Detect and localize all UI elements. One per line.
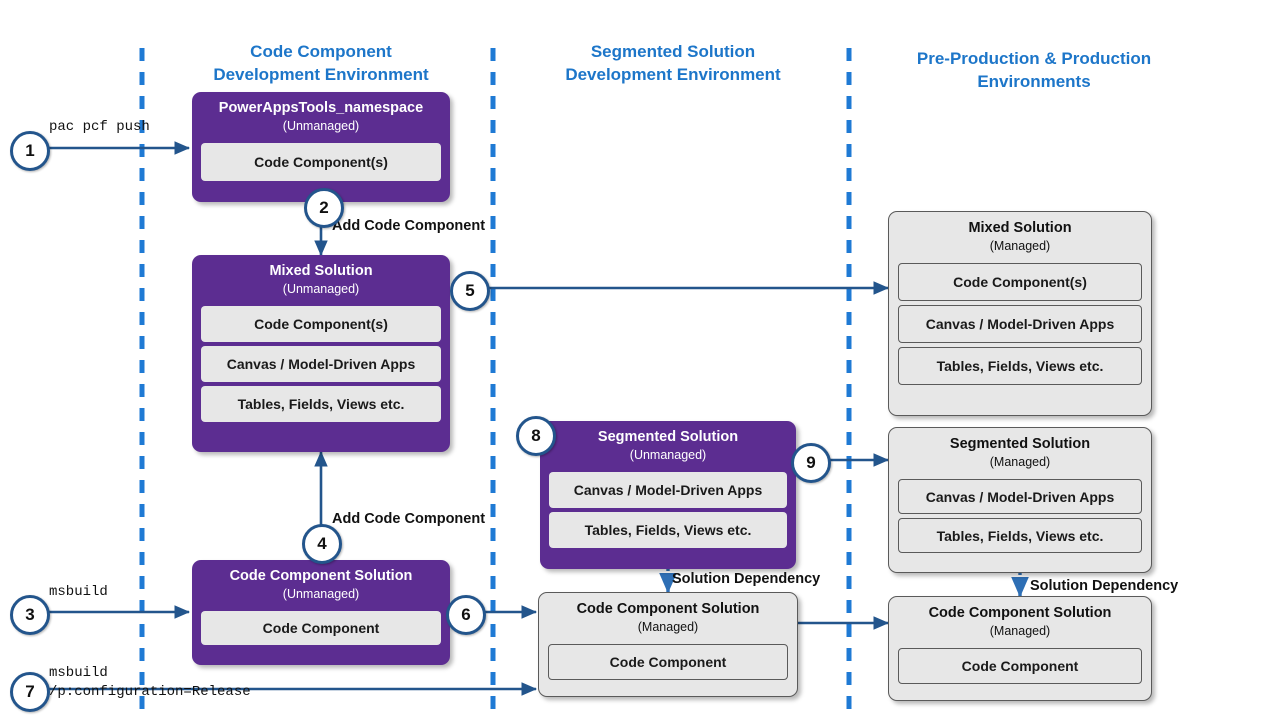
node-code-component-solution-unmanaged[interactable]: Code Component Solution (Unmanaged) Code… — [192, 560, 450, 665]
step-marker-8[interactable]: 8 — [516, 416, 556, 456]
step-marker-2[interactable]: 2 — [304, 188, 344, 228]
node-item[interactable]: Canvas / Model-Driven Apps — [549, 472, 787, 508]
node-items: Code Component(s) — [192, 135, 450, 190]
node-code-component-solution-managed-dev[interactable]: Code Component Solution (Managed) Code C… — [538, 592, 798, 697]
node-state-text: (Unmanaged) — [282, 119, 360, 133]
step-marker-5[interactable]: 5 — [450, 271, 490, 311]
node-title: Mixed Solution (Managed) — [889, 212, 1151, 255]
node-item[interactable]: Code Component — [898, 648, 1142, 684]
node-items: Canvas / Model-Driven Apps Tables, Field… — [889, 471, 1151, 562]
lane-title-preprod-prod: Pre-Production & Production Environments — [916, 49, 1152, 91]
node-item[interactable]: Code Component — [201, 611, 441, 645]
node-items: Code Component(s) Canvas / Model-Driven … — [889, 255, 1151, 394]
node-title-text: Segmented Solution — [949, 436, 1091, 452]
step-marker-6[interactable]: 6 — [446, 595, 486, 635]
node-code-component-solution-managed-prod[interactable]: Code Component Solution (Managed) Code C… — [888, 596, 1152, 701]
node-title: PowerAppsTools_namespace (Unmanaged) — [192, 92, 450, 135]
node-item[interactable]: Code Component(s) — [898, 263, 1142, 301]
node-mixed-solution-managed[interactable]: Mixed Solution (Managed) Code Component(… — [888, 211, 1152, 416]
command-label-step-3: msbuild — [49, 584, 108, 600]
node-item[interactable]: Code Component — [548, 644, 788, 680]
node-items: Code Component — [192, 603, 450, 654]
step-marker-3[interactable]: 3 — [10, 595, 50, 635]
node-item[interactable]: Tables, Fields, Views etc. — [201, 386, 441, 422]
lane-title-segmented-solution-dev: Segmented Solution Development Environme… — [565, 42, 781, 84]
node-title: Segmented Solution (Managed) — [889, 428, 1151, 471]
node-title-text: Code Component Solution — [928, 605, 1112, 621]
node-title-text: PowerAppsTools_namespace — [218, 100, 424, 116]
node-items: Code Component(s) Canvas / Model-Driven … — [192, 298, 450, 431]
node-powerappstools-namespace[interactable]: PowerAppsTools_namespace (Unmanaged) Cod… — [192, 92, 450, 202]
node-title-text: Segmented Solution — [597, 429, 739, 445]
command-label-step-7: msbuild /p:configuration=Release — [49, 665, 251, 700]
step-marker-7[interactable]: 7 — [10, 672, 50, 712]
node-title-text: Mixed Solution — [968, 220, 1072, 236]
node-title: Code Component Solution (Unmanaged) — [192, 560, 450, 603]
node-item[interactable]: Tables, Fields, Views etc. — [549, 512, 787, 548]
node-item[interactable]: Code Component(s) — [201, 143, 441, 181]
step-marker-1[interactable]: 1 — [10, 131, 50, 171]
label-solution-dependency-right: Solution Dependency — [1030, 578, 1179, 594]
command-label-step-1: pac pcf push — [49, 119, 150, 135]
node-segmented-solution-managed[interactable]: Segmented Solution (Managed) Canvas / Mo… — [888, 427, 1152, 573]
label-add-code-component-bottom: Add Code Component — [332, 511, 486, 527]
label-add-code-component-top: Add Code Component — [332, 218, 486, 234]
node-state-text: (Managed) — [989, 455, 1051, 469]
node-title: Segmented Solution (Unmanaged) — [540, 421, 796, 464]
node-items: Code Component — [889, 640, 1151, 693]
step-marker-9[interactable]: 9 — [791, 443, 831, 483]
node-title-text: Code Component Solution — [576, 601, 760, 617]
lane-title-code-component-dev: Code Component Development Environment — [213, 42, 429, 84]
node-item[interactable]: Code Component(s) — [201, 306, 441, 342]
node-item[interactable]: Tables, Fields, Views etc. — [898, 518, 1142, 553]
node-items: Canvas / Model-Driven Apps Tables, Field… — [540, 464, 796, 557]
node-item[interactable]: Tables, Fields, Views etc. — [898, 347, 1142, 385]
node-state-text: (Managed) — [989, 624, 1051, 638]
node-state-text: (Unmanaged) — [629, 448, 707, 462]
node-title: Mixed Solution (Unmanaged) — [192, 255, 450, 298]
node-item[interactable]: Canvas / Model-Driven Apps — [898, 479, 1142, 514]
node-title-text: Code Component Solution — [229, 568, 413, 584]
node-state-text: (Unmanaged) — [282, 587, 360, 601]
node-state-text: (Managed) — [989, 239, 1051, 253]
node-mixed-solution-unmanaged[interactable]: Mixed Solution (Unmanaged) Code Componen… — [192, 255, 450, 452]
node-state-text: (Unmanaged) — [282, 282, 360, 296]
step-marker-4[interactable]: 4 — [302, 524, 342, 564]
node-item[interactable]: Canvas / Model-Driven Apps — [201, 346, 441, 382]
node-title: Code Component Solution (Managed) — [889, 597, 1151, 640]
node-items: Code Component — [539, 636, 797, 689]
node-title-text: Mixed Solution — [269, 263, 373, 279]
label-solution-dependency-middle: Solution Dependency — [672, 571, 821, 587]
node-state-text: (Managed) — [637, 620, 699, 634]
node-title: Code Component Solution (Managed) — [539, 593, 797, 636]
node-segmented-solution-unmanaged[interactable]: Segmented Solution (Unmanaged) Canvas / … — [540, 421, 796, 569]
node-item[interactable]: Canvas / Model-Driven Apps — [898, 305, 1142, 343]
